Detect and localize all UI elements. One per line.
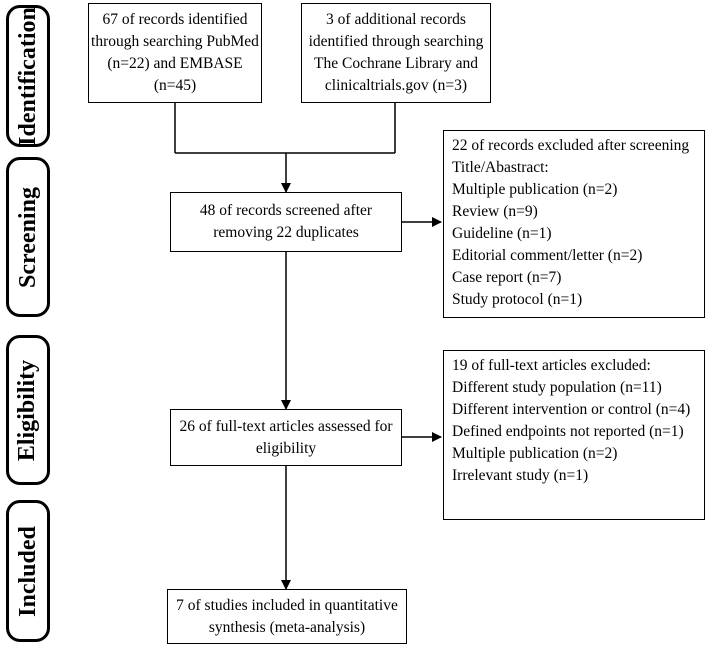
box-records-screened: 48 of records screened after removing 22… bbox=[170, 192, 402, 252]
stage-label-screening: Screening bbox=[6, 157, 50, 317]
stage-label-text: Included bbox=[14, 525, 41, 617]
box-studies-included: 7 of studies included in quantitative sy… bbox=[167, 589, 407, 644]
stage-label-included: Included bbox=[6, 500, 50, 642]
stage-label-identification: Identification bbox=[6, 5, 50, 147]
stage-label-eligibility: Eligibility bbox=[6, 335, 50, 485]
box-records-excluded-screening: 22 of records excluded after screening T… bbox=[443, 130, 705, 318]
box-records-identified-additional: 3 of additional records identified throu… bbox=[301, 3, 491, 103]
stage-label-text: Screening bbox=[14, 186, 41, 288]
box-records-identified-pubmed-embase: 67 of records identified through searchi… bbox=[88, 3, 262, 103]
stage-label-text: Eligibility bbox=[14, 359, 41, 461]
box-fulltext-excluded: 19 of full-text articles excluded: Diffe… bbox=[443, 350, 705, 520]
box-fulltext-assessed: 26 of full-text articles assessed for el… bbox=[170, 409, 402, 466]
stage-label-text: Identification bbox=[14, 6, 41, 146]
